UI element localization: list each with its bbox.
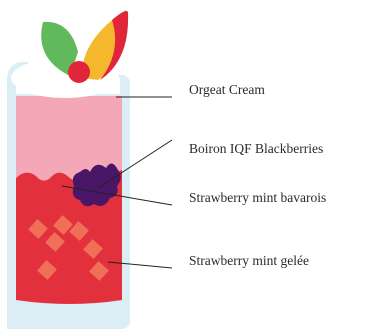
label-strawberry-mint-bavarois: Strawberry mint bavarois — [189, 190, 326, 206]
label-strawberry-mint-gelee: Strawberry mint gelée — [189, 253, 309, 269]
strawberry — [68, 61, 90, 83]
label-orgeat-cream: Orgeat Cream — [189, 82, 265, 98]
label-boiron-iqf-blackberries: Boiron IQF Blackberries — [189, 141, 323, 157]
orgeat-cream-layer — [16, 78, 120, 94]
